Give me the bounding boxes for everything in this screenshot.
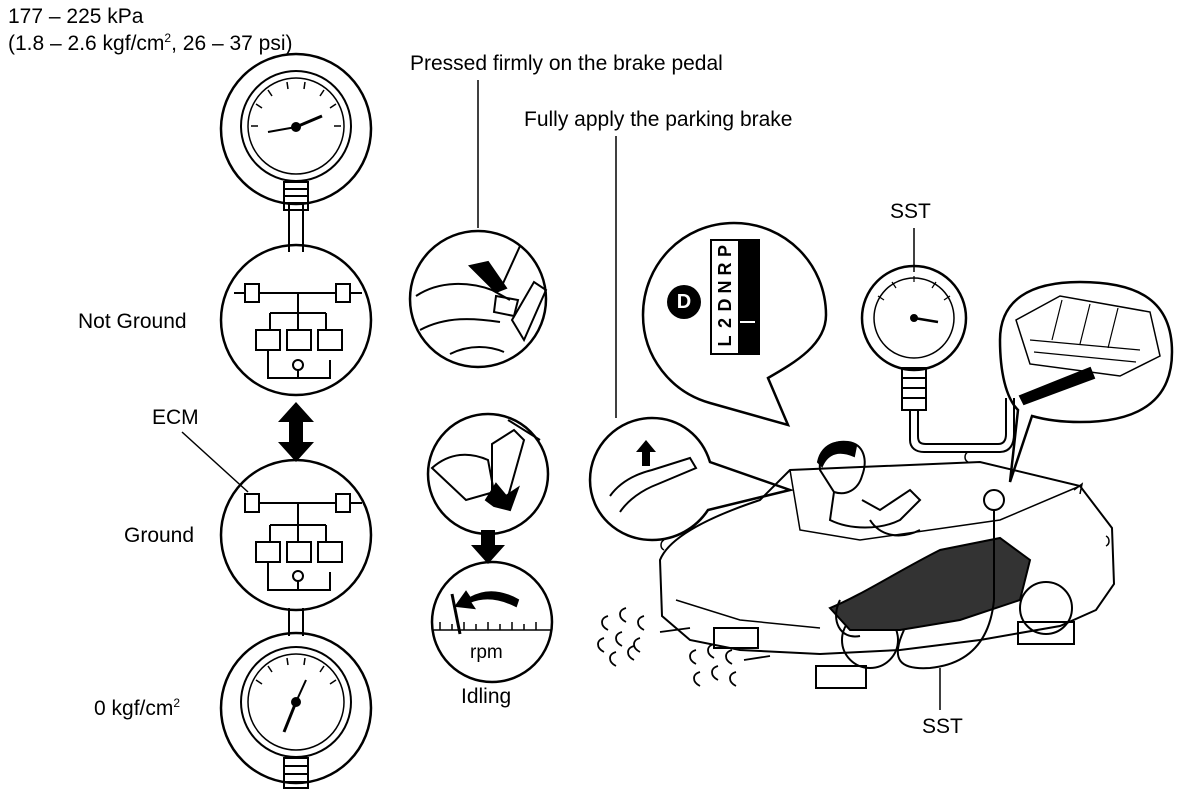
idling-label: Idling: [461, 685, 512, 708]
vehicle-icon: [658, 460, 1116, 710]
pressure-gauge-icon-sst: [860, 228, 1015, 453]
pressure-gauge-icon-bottom: [219, 631, 373, 789]
d-badge: D: [676, 291, 692, 313]
sst-label-top: SST: [890, 200, 931, 223]
parking-brake-icon: [588, 416, 795, 542]
ecm-label: ECM: [152, 406, 199, 429]
driver-icon: [816, 440, 922, 537]
connector-pipe-lower: [288, 608, 304, 636]
engine-detail-icon: [998, 280, 1174, 483]
brake-pedal-icon: [408, 229, 548, 369]
ground-label: Ground: [124, 524, 195, 547]
shift-indicator-icon: [641, 221, 828, 427]
down-arrow-icon: [471, 530, 505, 564]
accelerator-pedal-icon: [426, 412, 550, 536]
ecm-leader-line: [181, 431, 249, 493]
exhaust-smoke-icon: [597, 607, 771, 687]
not-ground-label: Not Ground: [78, 310, 187, 333]
sst-label-bottom: SST: [922, 715, 963, 738]
zero-pressure-label: 0 kgf/cm2: [94, 696, 181, 720]
double-arrow-icon: [278, 402, 314, 462]
connector-pipe: [288, 204, 304, 252]
ecm-connector-icon-ground: [219, 458, 373, 612]
brake-pedal-label: Pressed firmly on the brake pedal: [410, 52, 723, 75]
pressure-units-label: (1.8 – 2.6 kgf/cm2, 26 – 37 psi): [8, 31, 293, 55]
tachometer-icon: [430, 560, 554, 684]
pressure-gauge-icon-top: [219, 52, 373, 211]
ecm-connector-icon-not-ground: [219, 243, 373, 397]
pressure-range-label: 177 – 225 kPa: [8, 5, 144, 28]
vibration-marks: [660, 451, 1110, 551]
rpm-label: rpm: [470, 642, 503, 663]
parking-brake-label: Fully apply the parking brake: [524, 108, 793, 131]
shift-position-l: L: [715, 335, 735, 347]
